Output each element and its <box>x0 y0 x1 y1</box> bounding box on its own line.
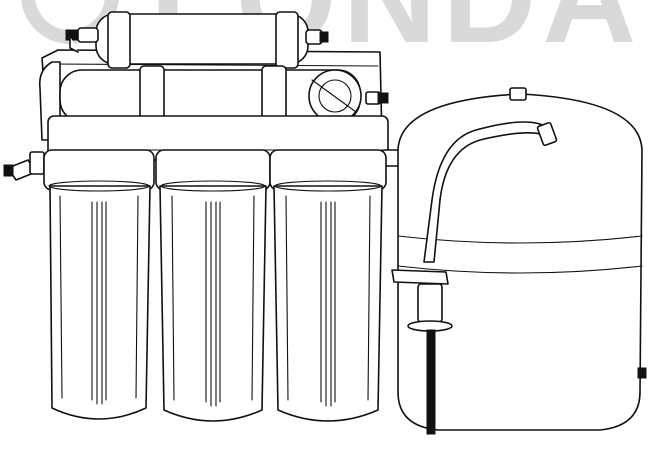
filter-canister-1 <box>43 149 155 420</box>
inlet-elbow-fitting <box>3 151 45 181</box>
faucet <box>391 121 558 435</box>
filter-canister-3 <box>269 149 387 422</box>
filter-canister-2 <box>155 149 271 422</box>
top-membrane-housing <box>65 11 329 69</box>
middle-membrane-housing <box>59 65 389 127</box>
